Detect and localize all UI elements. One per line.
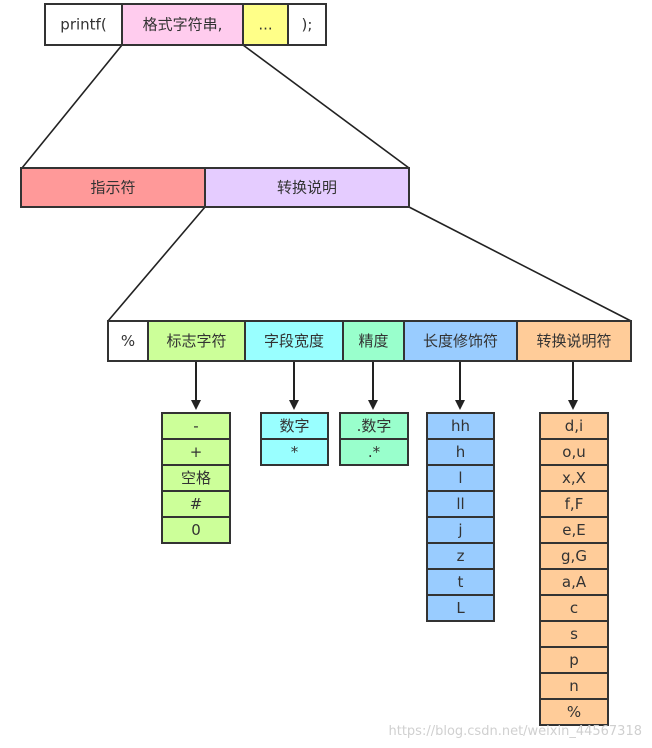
svg-text:e,E: e,E bbox=[562, 521, 585, 539]
length-item: hh bbox=[426, 412, 495, 440]
svg-text:%: % bbox=[567, 703, 581, 721]
conversion-item: n bbox=[539, 672, 609, 700]
directive-box: 指示符 bbox=[20, 167, 206, 208]
format-string-label: 格式字符串, bbox=[143, 16, 223, 34]
flags-box: 标志字符 bbox=[147, 320, 246, 362]
format-string-box: 格式字符串, bbox=[121, 3, 244, 46]
conversion-item: o,u bbox=[539, 438, 609, 466]
conversion-item: e,E bbox=[539, 516, 609, 544]
flags-label: 标志字符 bbox=[166, 332, 226, 350]
svg-text:t: t bbox=[458, 573, 464, 591]
svg-text:h: h bbox=[456, 443, 466, 461]
precision-list: .数字 .* bbox=[339, 412, 409, 466]
flags-item: 空格 bbox=[161, 464, 231, 492]
percent-box: % bbox=[107, 320, 149, 362]
conversion-item: % bbox=[539, 698, 609, 726]
watermark-text: https://blog.csdn.net/weixin_44567318 bbox=[388, 724, 642, 739]
conversion-item: x,X bbox=[539, 464, 609, 492]
svg-text:+: + bbox=[190, 443, 203, 461]
conversion-item: c bbox=[539, 594, 609, 622]
precision-item: .* bbox=[339, 438, 409, 466]
printf-close-label: ); bbox=[302, 16, 313, 34]
conversion-item: p bbox=[539, 646, 609, 674]
svg-text:0: 0 bbox=[191, 521, 201, 539]
connector-top-left bbox=[21, 44, 123, 169]
printf-close-box: ); bbox=[287, 3, 327, 46]
length-item: ll bbox=[426, 490, 495, 518]
svg-text:a,A: a,A bbox=[562, 573, 587, 591]
conversion-spec-label: 转换说明 bbox=[277, 179, 337, 197]
args-box: ... bbox=[242, 3, 289, 46]
svg-text:hh: hh bbox=[451, 417, 470, 435]
svg-text:c: c bbox=[570, 599, 578, 617]
svg-text:x,X: x,X bbox=[562, 469, 586, 487]
svg-text:p: p bbox=[569, 651, 579, 669]
connector-mid-right bbox=[408, 206, 632, 322]
svg-text:空格: 空格 bbox=[181, 469, 211, 487]
connector-lines bbox=[21, 44, 632, 322]
width-item: 数字 bbox=[260, 412, 329, 440]
svg-text:数字: 数字 bbox=[279, 417, 309, 435]
flags-item: + bbox=[161, 438, 231, 466]
svg-text:L: L bbox=[456, 599, 465, 617]
connector-mid-left bbox=[107, 206, 206, 322]
arrows bbox=[191, 361, 578, 410]
svg-text:o,u: o,u bbox=[562, 443, 585, 461]
conversion-item: g,G bbox=[539, 542, 609, 570]
length-label: 长度修饰符 bbox=[423, 332, 498, 350]
svg-text:f,F: f,F bbox=[565, 495, 584, 513]
length-item: L bbox=[426, 594, 495, 622]
flags-list: - + 空格 # 0 bbox=[161, 412, 231, 544]
svg-text:-: - bbox=[193, 417, 198, 435]
conversion-item: a,A bbox=[539, 568, 609, 596]
precision-box: 精度 bbox=[342, 320, 405, 362]
flags-item: - bbox=[161, 412, 231, 440]
svg-text:ll: ll bbox=[456, 495, 464, 513]
precision-label: 精度 bbox=[358, 332, 388, 350]
conversion-specifier-box: 转换说明符 bbox=[516, 320, 632, 362]
svg-text:.数字: .数字 bbox=[357, 417, 392, 435]
length-item: h bbox=[426, 438, 495, 466]
svg-text:#: # bbox=[190, 495, 203, 513]
length-item: j bbox=[426, 516, 495, 544]
percent-label: % bbox=[121, 332, 135, 350]
width-box: 字段宽度 bbox=[244, 320, 344, 362]
svg-text:n: n bbox=[569, 677, 579, 695]
flags-item: # bbox=[161, 490, 231, 518]
conversion-item: f,F bbox=[539, 490, 609, 518]
svg-text:g,G: g,G bbox=[561, 547, 587, 565]
conversion-specifier-label: 转换说明符 bbox=[536, 332, 611, 350]
svg-text:j: j bbox=[457, 521, 462, 539]
flags-item: 0 bbox=[161, 516, 231, 544]
precision-item: .数字 bbox=[339, 412, 409, 440]
printf-call-row: printf( 格式字符串, ... ); bbox=[44, 3, 327, 46]
conversion-item: d,i bbox=[539, 412, 609, 440]
svg-text:l: l bbox=[458, 469, 462, 487]
printf-open-label: printf( bbox=[60, 16, 106, 34]
svg-text:d,i: d,i bbox=[565, 417, 583, 435]
length-list: hh h l ll j z t L bbox=[426, 412, 495, 622]
conversion-spec-box: 转换说明 bbox=[204, 167, 410, 208]
svg-text:.*: .* bbox=[368, 443, 381, 461]
length-item: z bbox=[426, 542, 495, 570]
connector-top-right bbox=[242, 44, 410, 169]
length-item: l bbox=[426, 464, 495, 492]
spec-parts-row: % 标志字符 字段宽度 精度 长度修饰符 转换说明符 bbox=[107, 320, 632, 362]
svg-text:s: s bbox=[570, 625, 578, 643]
length-item: t bbox=[426, 568, 495, 596]
width-list: 数字 * bbox=[260, 412, 329, 466]
svg-text:z: z bbox=[457, 547, 465, 565]
svg-text:*: * bbox=[291, 443, 299, 461]
width-item: * bbox=[260, 438, 329, 466]
printf-open-box: printf( bbox=[44, 3, 123, 46]
format-string-row: 指示符 转换说明 bbox=[20, 167, 410, 208]
width-label: 字段宽度 bbox=[264, 332, 324, 350]
conversion-item: s bbox=[539, 620, 609, 648]
length-box: 长度修饰符 bbox=[403, 320, 518, 362]
directive-label: 指示符 bbox=[90, 179, 135, 197]
conversion-list: d,i o,u x,X f,F e,E g,G a,A c s p n % bbox=[539, 412, 609, 726]
args-label: ... bbox=[258, 16, 272, 34]
